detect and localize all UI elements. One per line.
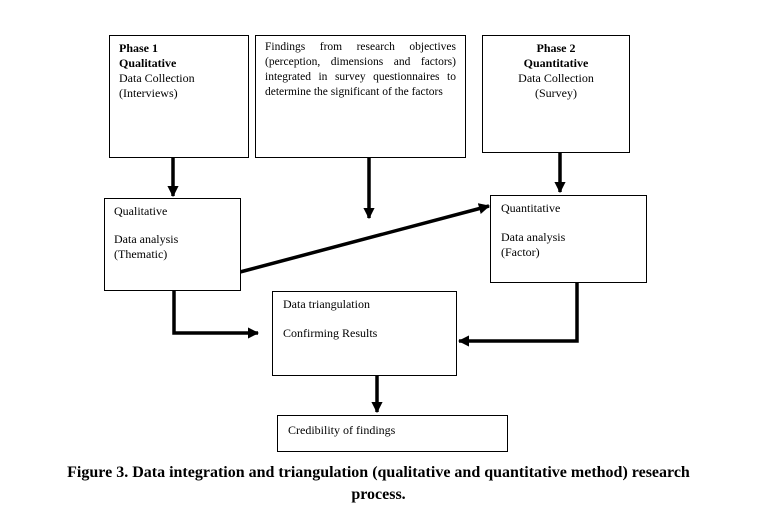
- quant-analysis-box: Quantitative Data analysis (Factor): [490, 195, 647, 283]
- phase2-title: Phase 2: [536, 41, 576, 55]
- figure-caption: Figure 3. Data integration and triangula…: [0, 462, 757, 506]
- phase1-box: Phase 1 Qualitative Data Collection (Int…: [109, 35, 249, 158]
- qual-analysis-line1: Data analysis: [114, 232, 179, 246]
- phase1-line2: (Interviews): [119, 86, 178, 100]
- findings-text: Findings from research objectives (perce…: [265, 41, 456, 98]
- arrow-qual-to-quant-analysis: [239, 203, 491, 274]
- phase2-subtitle: Quantitative: [523, 56, 589, 70]
- phase1-line1: Data Collection: [119, 71, 195, 85]
- triangulation-box: Data triangulation Confirming Results: [272, 291, 457, 376]
- phase1-title: Phase 1: [119, 41, 158, 55]
- quant-analysis-line1: Data analysis: [501, 230, 566, 244]
- phase2-line1: Data Collection: [518, 71, 594, 85]
- arrow-qual-analysis-to-triangulation: [172, 291, 260, 339]
- phase1-subtitle: Qualitative: [119, 56, 177, 70]
- phase2-box: Phase 2 Quantitative Data Collection (Su…: [482, 35, 630, 153]
- quant-analysis-line2: (Factor): [501, 245, 540, 259]
- caption-line2: process.: [351, 486, 406, 503]
- triangulation-line1: Confirming Results: [283, 326, 378, 340]
- qual-analysis-box: Qualitative Data analysis (Thematic): [104, 198, 241, 291]
- findings-box: Findings from research objectives (perce…: [255, 35, 466, 158]
- credibility-box: Credibility of findings: [277, 415, 508, 452]
- phase2-line2: (Survey): [535, 86, 577, 100]
- caption-line1: Figure 3. Data integration and triangula…: [67, 464, 690, 481]
- quant-analysis-title: Quantitative: [501, 201, 561, 215]
- credibility-text: Credibility of findings: [288, 423, 396, 437]
- qual-analysis-title: Qualitative: [114, 204, 168, 218]
- triangulation-title: Data triangulation: [283, 297, 370, 311]
- qual-analysis-line2: (Thematic): [114, 247, 168, 261]
- arrow-quant-analysis-to-triangulation: [457, 283, 579, 347]
